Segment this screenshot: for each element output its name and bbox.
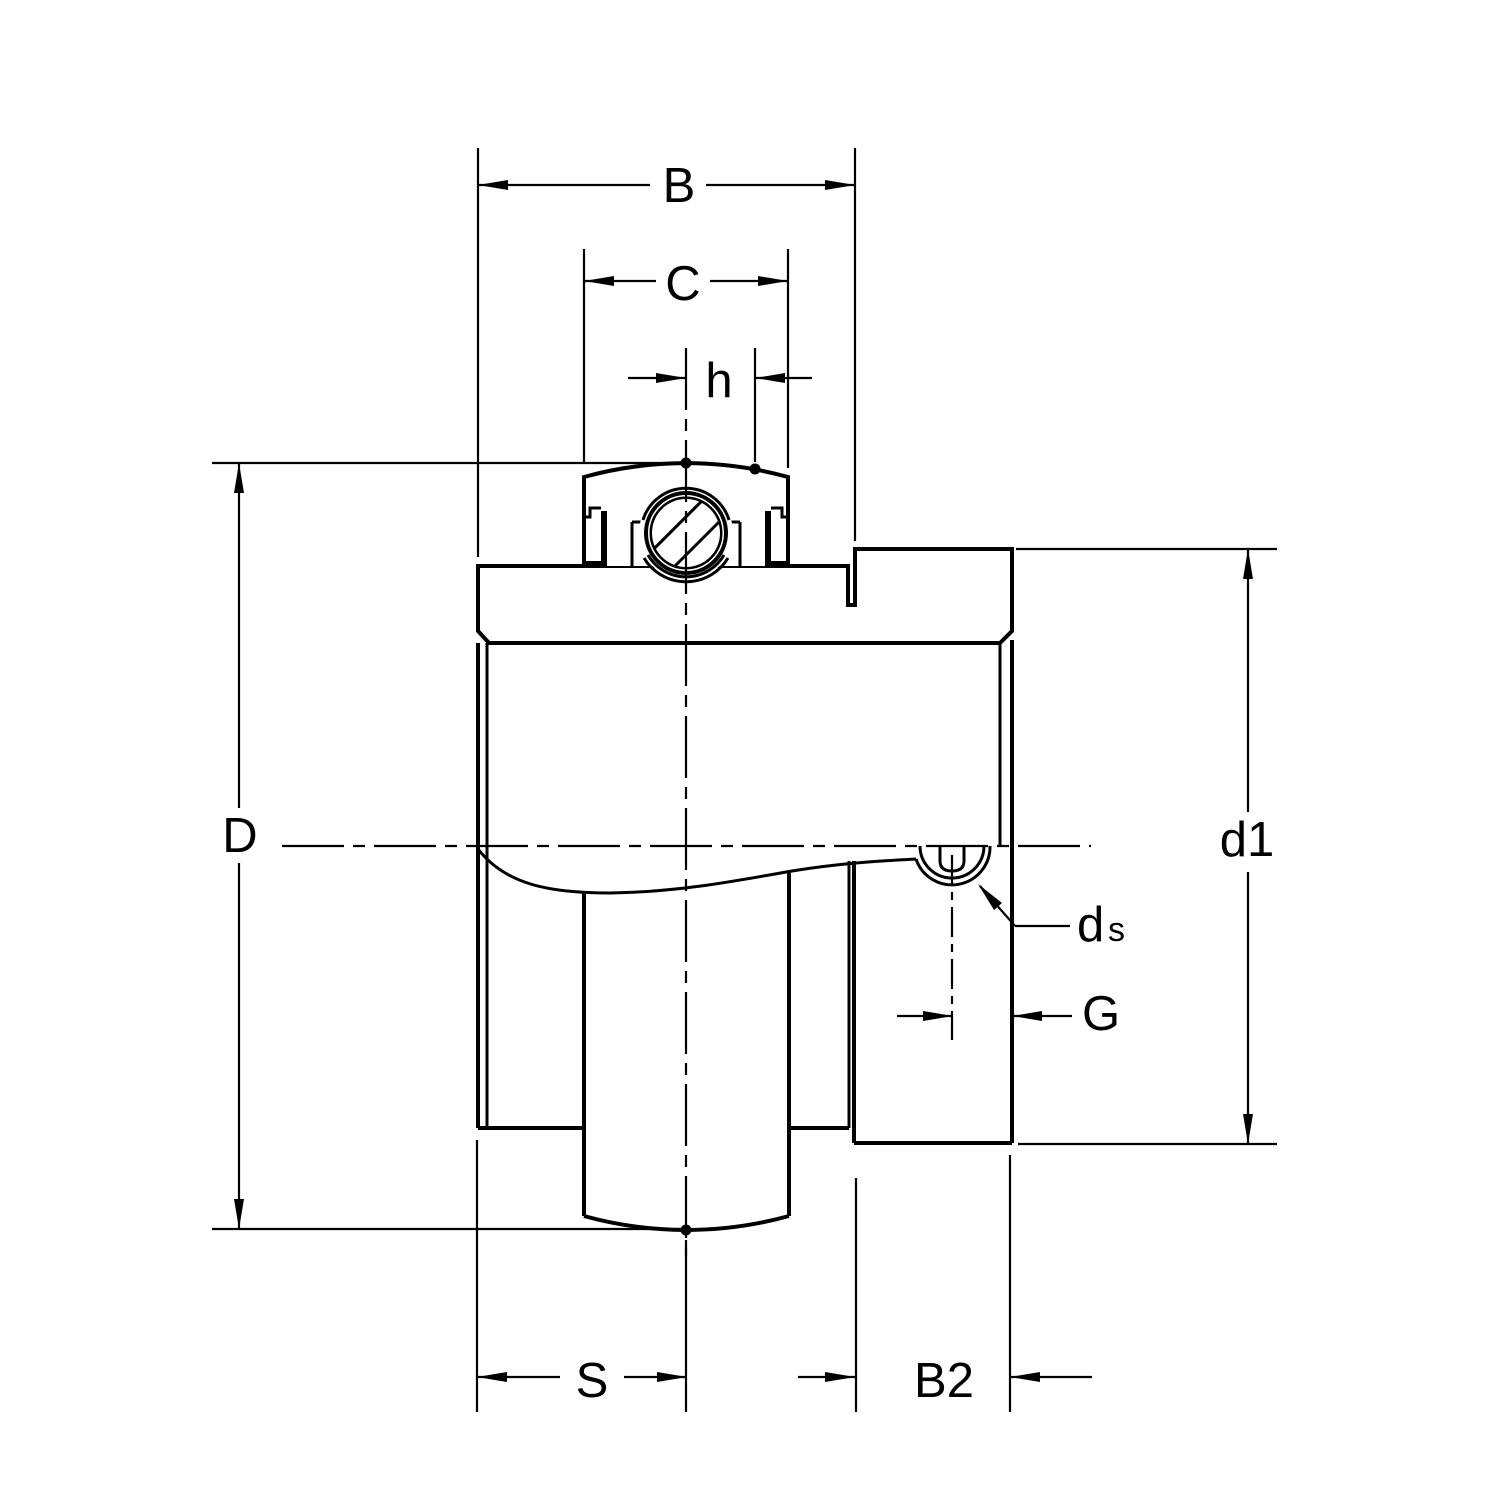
arrowhead-icon (657, 1372, 687, 1382)
arrowhead-icon (825, 1372, 855, 1382)
inner-ring-collar-hatched-body (476, 547, 1014, 645)
arrowhead-icon (478, 180, 508, 190)
sphere-top-dot (680, 457, 692, 469)
arrowhead-icon (825, 180, 855, 190)
dimension-B: B (476, 148, 857, 557)
dimension-h: h (628, 348, 812, 462)
dimension-B2: B2 (798, 1155, 1092, 1412)
dimension-label-G: G (1082, 987, 1120, 1041)
seal-step-right (771, 506, 788, 519)
arrowhead-icon (1243, 1114, 1253, 1144)
dimension-label-B2: B2 (914, 1354, 974, 1408)
dimension-ds: d s (978, 884, 1125, 952)
arrowhead-icon (758, 276, 788, 286)
dimension-label-h: h (705, 354, 732, 408)
outer-ring-section (582, 461, 790, 565)
arrowhead-icon (755, 373, 785, 383)
centerlines (282, 348, 1091, 1256)
arrowhead-icon (234, 1199, 244, 1229)
set-screw (914, 845, 992, 1040)
dimension-label-ds: d (1077, 898, 1104, 952)
seal-lip-left (601, 511, 607, 566)
h-reference-dot (749, 463, 761, 475)
dimension-D: D (212, 461, 680, 1231)
arrowhead-icon (1012, 1011, 1042, 1021)
dimension-label-C: C (665, 257, 700, 311)
shaft-break-line (476, 848, 917, 895)
seal-notch-left (590, 508, 601, 517)
arrowhead-icon (656, 373, 686, 383)
seal-step-left (584, 506, 601, 519)
seal-lip-right (765, 511, 771, 566)
arrowhead-icon (1010, 1372, 1040, 1382)
arrowhead-icon (1243, 549, 1253, 579)
set-screw-outer-arc (914, 845, 992, 887)
dimension-label-B: B (663, 159, 696, 213)
outer-ring-hatched-body (582, 461, 790, 565)
arrowhead-icon (234, 463, 244, 493)
arrowhead-icon (584, 276, 614, 286)
dimension-S: S (475, 1140, 688, 1412)
dimension-G: G (897, 987, 1120, 1041)
reference-dots (680, 457, 761, 1236)
dimension-label-ds-subscript: s (1108, 911, 1125, 949)
inner-ring-and-collar-section (476, 547, 1014, 645)
seal-notch-right (771, 508, 782, 517)
arrowhead-icon (923, 1011, 953, 1021)
arrowhead-icon (978, 884, 1002, 910)
side-view-lower-half (476, 640, 1014, 1232)
dimension-C: C (582, 249, 790, 468)
arrowhead-icon (477, 1372, 507, 1382)
dimension-label-S: S (576, 1354, 609, 1408)
sphere-bottom-dot (680, 1224, 692, 1236)
dimension-label-d1: d1 (1220, 813, 1275, 867)
dimension-d1: d1 (1016, 547, 1277, 1146)
dimension-label-D: D (222, 809, 257, 863)
